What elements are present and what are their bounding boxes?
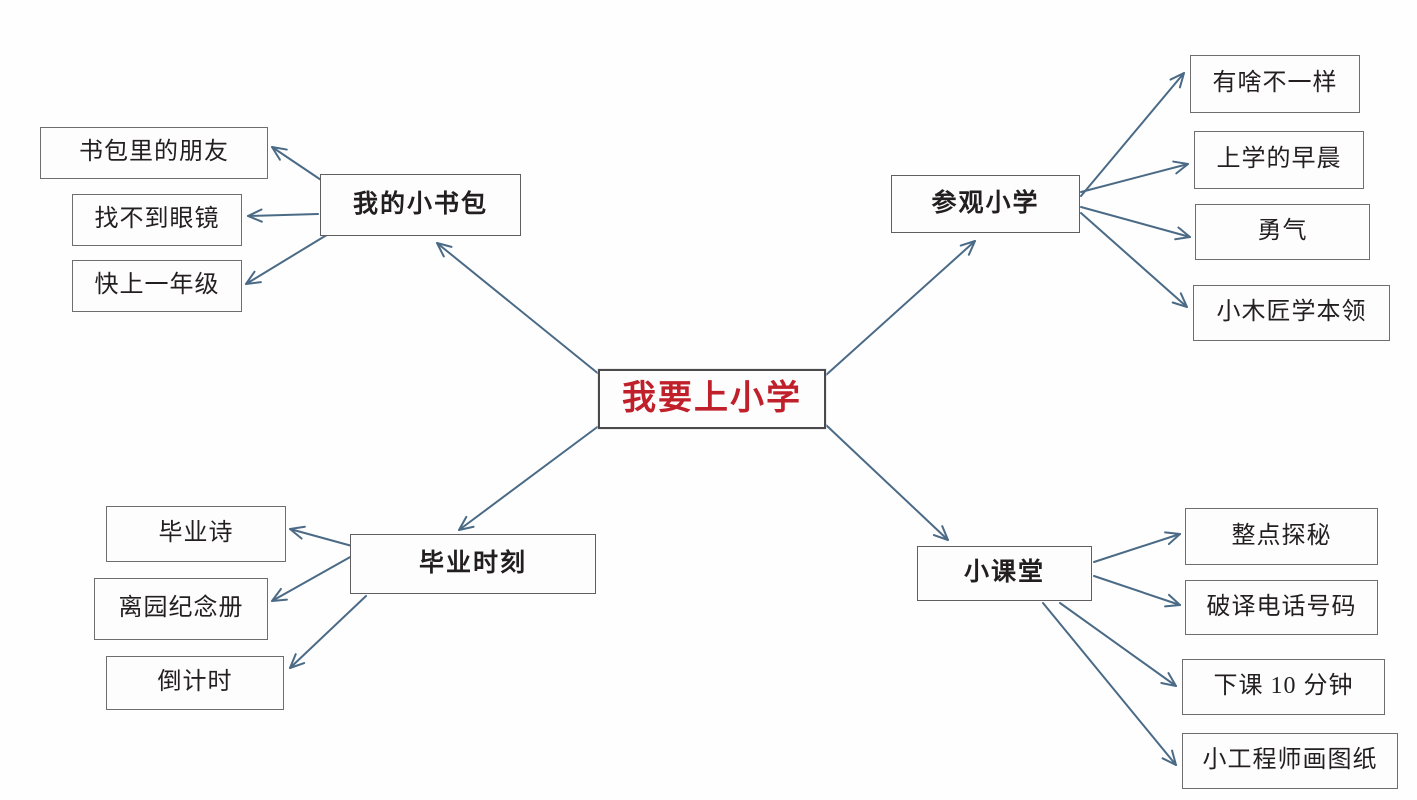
leaf-node-little-classroom-2[interactable]: 下课 10 分钟 [1182, 659, 1385, 715]
edge-arrow [1093, 575, 1181, 608]
edge-arrow [245, 232, 331, 285]
leaf-node-visit-primary-school-3[interactable]: 小木匠学本领 [1193, 285, 1390, 341]
leaf-node-visit-primary-school-0[interactable]: 有啥不一样 [1190, 55, 1360, 113]
leaf-node-schoolbag-0[interactable]: 书包里的朋友 [40, 127, 268, 179]
leaf-node-graduation-moment-0[interactable]: 毕业诗 [106, 506, 286, 562]
edge-arrow [1080, 160, 1189, 193]
leaf-node-schoolbag-2[interactable]: 快上一年级 [72, 260, 242, 312]
edge-arrow [289, 525, 353, 547]
leaf-node-little-classroom-3[interactable]: 小工程师画图纸 [1182, 733, 1398, 789]
branch-node-little-classroom[interactable]: 小课堂 [917, 546, 1092, 601]
edge-arrow [1093, 531, 1181, 563]
edge-arrow [247, 208, 319, 223]
leaf-node-schoolbag-1[interactable]: 找不到眼镜 [72, 194, 242, 246]
leaf-node-visit-primary-school-1[interactable]: 上学的早晨 [1194, 131, 1364, 189]
leaf-node-little-classroom-0[interactable]: 整点探秘 [1185, 508, 1378, 565]
branch-node-schoolbag[interactable]: 我的小书包 [320, 174, 521, 236]
leaf-node-graduation-moment-2[interactable]: 倒计时 [106, 656, 284, 710]
edge-arrow [289, 595, 367, 669]
edge-arrow [458, 424, 601, 531]
edge-arrow [1042, 602, 1177, 766]
edge-arrow [825, 240, 976, 376]
branch-node-visit-primary-school[interactable]: 参观小学 [891, 175, 1080, 233]
edge-arrow [1080, 72, 1185, 197]
leaf-node-visit-primary-school-2[interactable]: 勇气 [1195, 204, 1370, 260]
edge-arrow [1059, 602, 1177, 687]
leaf-node-little-classroom-1[interactable]: 破译电话号码 [1185, 580, 1378, 635]
leaf-node-graduation-moment-1[interactable]: 离园纪念册 [94, 578, 268, 640]
edge-arrow [271, 555, 353, 602]
edge-arrow [1080, 206, 1191, 241]
edge-arrow [1080, 212, 1188, 308]
edge-arrow [825, 424, 949, 541]
mindmap-root-node[interactable]: 我要上小学 [598, 369, 826, 429]
edge-arrow [436, 242, 601, 376]
branch-node-graduation-moment[interactable]: 毕业时刻 [350, 534, 596, 594]
